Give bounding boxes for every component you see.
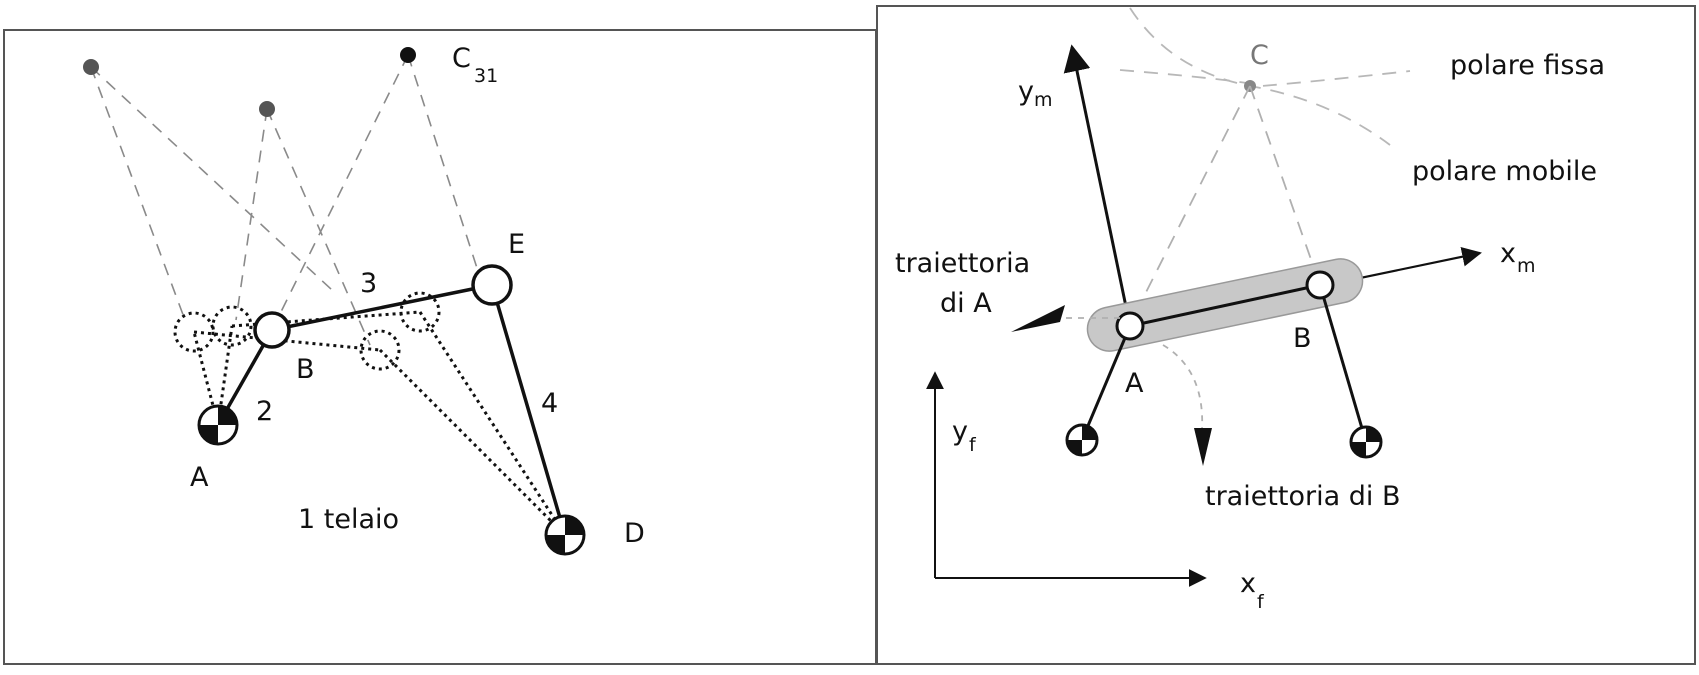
fixed-polode — [1119, 69, 1411, 87]
label-xf: x — [1240, 568, 1256, 599]
label-ym-subscript: m — [1034, 89, 1053, 111]
label-polare-mobile: polare mobile — [1412, 156, 1597, 187]
left-panel-frame — [3, 29, 877, 665]
label-d: D — [624, 518, 645, 549]
joint-a-moving — [1115, 311, 1145, 341]
label-c31: C — [452, 43, 471, 74]
label-xm-subscript: m — [1517, 255, 1536, 277]
label-link-4: 4 — [541, 388, 558, 419]
ground-pivot-d — [544, 514, 586, 556]
moving-polode — [1129, 7, 1391, 146]
label-yf-subscript: f — [969, 434, 977, 456]
label-a: A — [190, 462, 209, 493]
coupler-link — [1129, 283, 1321, 328]
label-b: B — [296, 354, 315, 385]
ground-pivot-a-right — [1065, 423, 1099, 457]
instant-center-point-2 — [259, 101, 275, 117]
left-panel: C 31 E 3 B 2 A 4 1 telaio D — [3, 29, 877, 665]
instant-center-c31 — [400, 47, 416, 63]
trajectory-b-arrowhead — [1194, 428, 1212, 466]
label-e: E — [508, 229, 525, 260]
ground-pivot-b-right — [1349, 425, 1383, 459]
crank-b — [1318, 284, 1368, 443]
instant-center-construction-lines — [90, 54, 478, 346]
label-b-right: B — [1293, 323, 1312, 354]
label-a-right: A — [1125, 368, 1144, 399]
joint-e — [471, 264, 513, 306]
label-yf: y — [952, 416, 968, 447]
label-polare-fissa: polare fissa — [1450, 50, 1605, 81]
label-link-3: 3 — [360, 268, 377, 299]
link-3 — [271, 283, 493, 332]
label-xm: x — [1500, 238, 1516, 269]
label-ym: y — [1018, 76, 1034, 107]
trajectory-a-arrowhead — [1011, 305, 1065, 332]
right-panel: C polare fissa polare mobile y m x m tra… — [876, 5, 1696, 665]
right-panel-frame — [876, 5, 1696, 665]
joint-b-moving — [1305, 270, 1335, 300]
label-c-right: C — [1250, 40, 1269, 71]
ground-pivot-a — [197, 404, 239, 446]
crank-a — [1080, 325, 1132, 441]
label-traj-a-line2: di A — [940, 288, 992, 319]
link-4 — [490, 284, 567, 536]
label-traj-a-line1: traiettoria — [895, 248, 1030, 279]
instant-center-point-1 — [83, 59, 99, 75]
instant-center-rays — [1130, 85, 1321, 323]
label-frame: 1 telaio — [298, 504, 399, 535]
label-link-2: 2 — [256, 396, 273, 427]
label-traj-b: traiettoria di B — [1205, 481, 1401, 512]
label-xf-subscript: f — [1257, 591, 1265, 613]
label-c31-subscript: 31 — [474, 65, 498, 87]
joint-b — [253, 311, 291, 349]
trajectory-b-dashed — [1162, 344, 1204, 431]
moving-y-axis — [1063, 44, 1132, 327]
